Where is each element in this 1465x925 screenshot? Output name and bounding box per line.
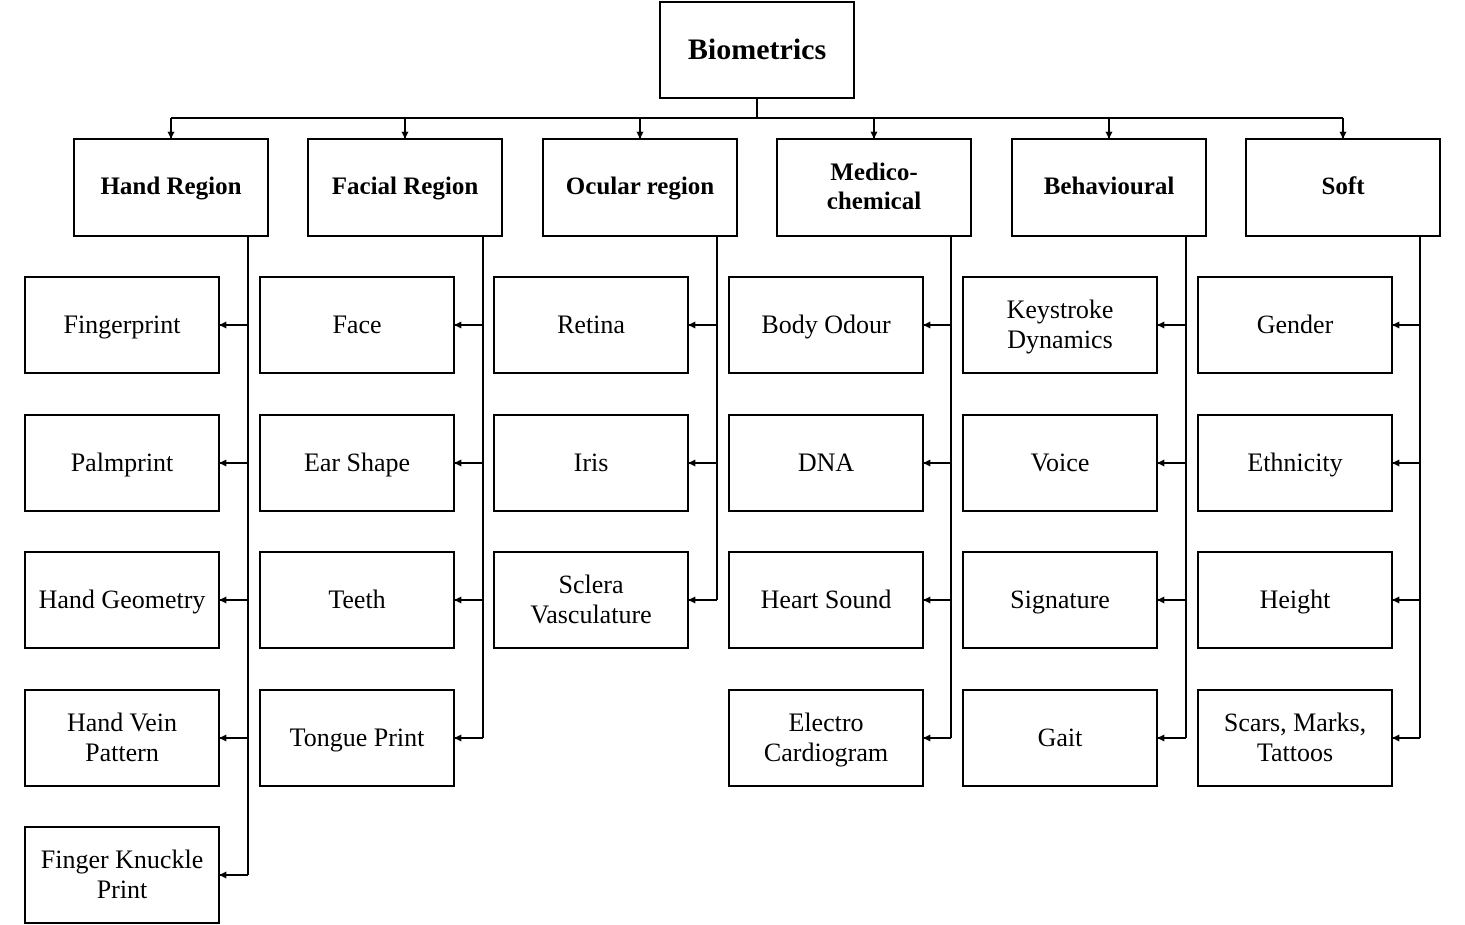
category-label: Hand Region: [100, 173, 242, 201]
category-label: Behavioural: [1043, 173, 1175, 201]
leaf-ethnicity: Ethnicity: [1197, 414, 1393, 512]
category-behavioural: Behavioural: [1011, 138, 1207, 237]
leaf-label: Face: [332, 310, 382, 340]
leaf-retina: Retina: [493, 276, 689, 374]
leaf-hand-vein-pattern: Hand Vein Pattern: [24, 689, 220, 787]
category-ocular-region: Ocular region: [542, 138, 738, 237]
leaf-signature: Signature: [962, 551, 1158, 649]
category-label: Ocular region: [565, 173, 715, 201]
leaf-label: Electro Cardiogram: [763, 708, 889, 767]
leaf-label: DNA: [797, 448, 855, 478]
leaf-label: Heart Sound: [760, 585, 892, 615]
leaf-label: Hand Vein Pattern: [66, 708, 177, 767]
root-label: Biometrics: [687, 32, 827, 66]
leaf-label: Ethnicity: [1247, 448, 1343, 478]
leaf-gender: Gender: [1197, 276, 1393, 374]
leaf-label: Iris: [573, 448, 609, 478]
leaf-fingerprint: Fingerprint: [24, 276, 220, 374]
leaf-label: Gait: [1037, 723, 1083, 753]
category-label: Soft: [1321, 173, 1365, 201]
leaf-label: Palmprint: [70, 448, 174, 478]
leaf-label: Teeth: [328, 585, 386, 615]
leaf-finger-knuckle-print: Finger Knuckle Print: [24, 826, 220, 924]
category-medico-chemical: Medico-chemical: [776, 138, 972, 237]
leaf-iris: Iris: [493, 414, 689, 512]
leaf-label: Retina: [557, 310, 625, 340]
leaf-teeth: Teeth: [259, 551, 455, 649]
leaf-height: Height: [1197, 551, 1393, 649]
leaf-label: Voice: [1030, 448, 1090, 478]
category-label: Facial Region: [331, 173, 479, 201]
leaf-face: Face: [259, 276, 455, 374]
leaf-label: Signature: [1010, 585, 1110, 615]
leaf-label: Scars, Marks, Tattoos: [1223, 708, 1367, 767]
leaf-hand-geometry: Hand Geometry: [24, 551, 220, 649]
leaf-label: Height: [1259, 585, 1331, 615]
leaf-keystroke-dynamics: Keystroke Dynamics: [962, 276, 1158, 374]
leaf-label: Hand Geometry: [38, 585, 206, 615]
category-label: Medico-chemical: [826, 158, 922, 215]
category-facial-region: Facial Region: [307, 138, 503, 237]
leaf-tongue-print: Tongue Print: [259, 689, 455, 787]
category-hand-region: Hand Region: [73, 138, 269, 237]
root-node-biometrics: Biometrics: [659, 1, 855, 99]
leaf-ear-shape: Ear Shape: [259, 414, 455, 512]
leaf-label: Keystroke Dynamics: [1006, 295, 1114, 354]
leaf-electro-cardiogram: Electro Cardiogram: [728, 689, 924, 787]
leaf-body-odour: Body Odour: [728, 276, 924, 374]
leaf-dna: DNA: [728, 414, 924, 512]
leaf-palmprint: Palmprint: [24, 414, 220, 512]
leaf-label: Body Odour: [761, 310, 891, 340]
leaf-scars-marks-tattoos: Scars, Marks, Tattoos: [1197, 689, 1393, 787]
leaf-label: Ear Shape: [303, 448, 411, 478]
leaf-label: Finger Knuckle Print: [40, 845, 204, 904]
leaf-label: Tongue Print: [289, 723, 425, 753]
leaf-voice: Voice: [962, 414, 1158, 512]
leaf-sclera-vasculature: Sclera Vasculature: [493, 551, 689, 649]
category-soft: Soft: [1245, 138, 1441, 237]
leaf-label: Gender: [1256, 310, 1334, 340]
leaf-gait: Gait: [962, 689, 1158, 787]
leaf-heart-sound: Heart Sound: [728, 551, 924, 649]
leaf-label: Fingerprint: [63, 310, 181, 340]
leaf-label: Sclera Vasculature: [530, 570, 652, 629]
